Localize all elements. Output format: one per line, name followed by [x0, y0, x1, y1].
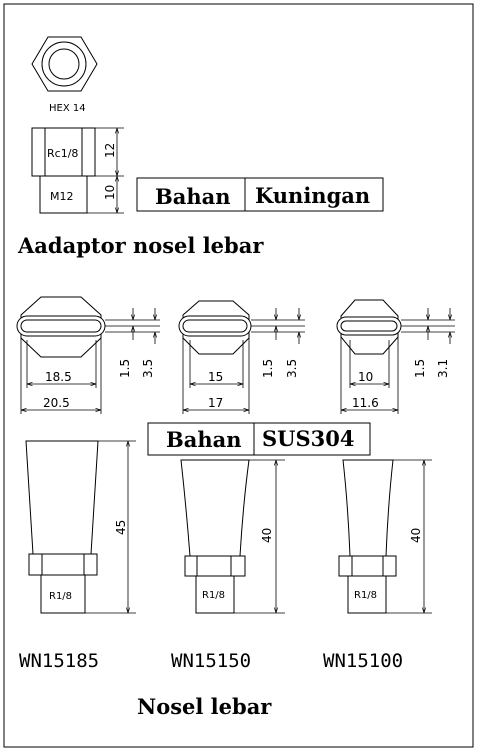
nozzle-material-value: SUS304 [262, 426, 354, 451]
adaptor-material-label: Bahan [155, 184, 231, 209]
nozzle-material-table [147, 422, 371, 456]
nozzle-1-height-dimension [85, 440, 136, 614]
nozzle-3-hex-width: 11.6 [352, 396, 379, 410]
nozzle-2-dim-a: 1.5 [261, 359, 275, 378]
nozzle-2-dim-b: 3.5 [285, 359, 299, 378]
nozzle-1-dim-a: 1.5 [118, 359, 132, 378]
adaptor-title: Aadaptor nosel lebar [17, 233, 264, 258]
adaptor-hex-top-view [31, 36, 98, 92]
adaptor-side-view [31, 127, 96, 214]
sheet-border [3, 3, 474, 748]
adaptor-height-dimensions [87, 127, 124, 214]
nozzle-2-hex-width: 17 [208, 396, 223, 410]
nozzle-3-side-view [338, 459, 397, 614]
nozzle-3-height-dimension [386, 459, 432, 614]
nozzle-3-thread: R1/8 [354, 590, 377, 601]
nozzle-1-top-view [16, 296, 106, 358]
nozzle-1-hex-width: 20.5 [43, 396, 70, 410]
nozzle-3-height: 40 [409, 528, 423, 543]
nozzle-2-model: WN15150 [171, 650, 251, 672]
nozzle-2-height-dimension [234, 459, 285, 614]
nozzle-material-label: Bahan [166, 427, 242, 452]
nozzle-2-thread: R1/8 [202, 590, 225, 601]
nozzle-3-model: WN15100 [323, 650, 403, 672]
adaptor-dim-bottom: 10 [103, 185, 117, 200]
nozzle-title: Nosel lebar [137, 694, 272, 719]
adaptor-material-table [136, 177, 384, 212]
nozzle-1-slot-width: 18.5 [45, 370, 72, 384]
nozzle-2-slot-width: 15 [208, 370, 223, 384]
nozzle-3-dim-b: 3.1 [436, 359, 450, 378]
nozzle-1-thread: R1/8 [49, 591, 72, 602]
nozzle-2-top-dimensions [182, 308, 305, 414]
nozzle-3-top-dimensions [340, 308, 455, 414]
nozzle-2-top-view [178, 300, 252, 355]
nozzle-3-dim-a: 1.5 [413, 359, 427, 378]
nozzle-1-height: 45 [114, 520, 128, 535]
nozzle-1-side-view [25, 440, 99, 614]
adaptor-dim-top: 12 [103, 143, 117, 158]
nozzle-1-top-dimensions [20, 308, 160, 414]
nozzle-3-slot-width: 10 [358, 370, 373, 384]
adaptor-hex-label: HEX 14 [49, 103, 86, 114]
adaptor-thread-bottom: M12 [50, 190, 74, 203]
adaptor-thread-top: Rc1/8 [47, 147, 78, 160]
nozzle-2-height: 40 [260, 528, 274, 543]
nozzle-1-dim-b: 3.5 [141, 359, 155, 378]
nozzle-1-model: WN15185 [19, 650, 99, 672]
adaptor-material-value: Kuningan [255, 183, 370, 208]
nozzle-3-top-view [336, 299, 402, 355]
nozzle-2-side-view [180, 459, 250, 614]
